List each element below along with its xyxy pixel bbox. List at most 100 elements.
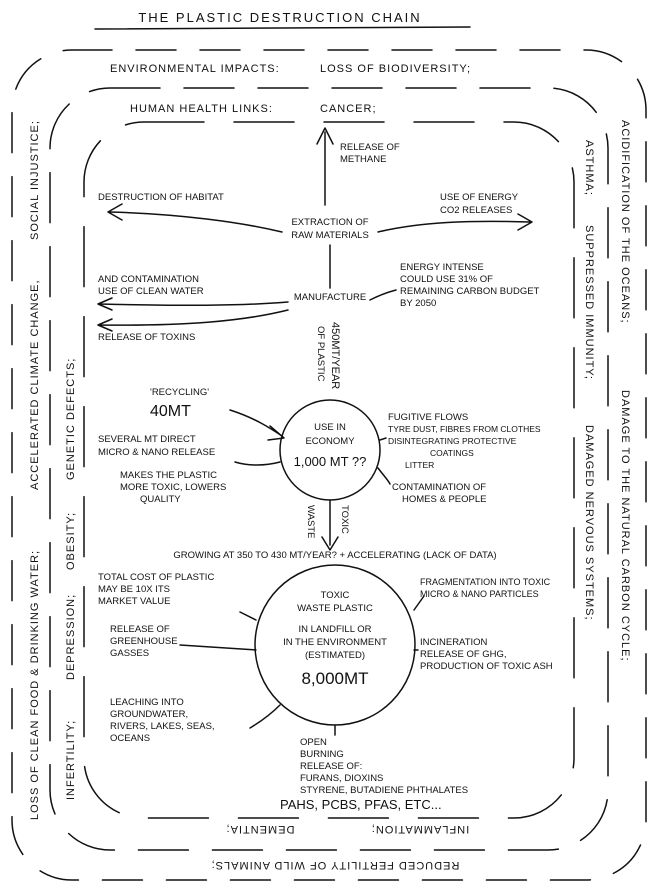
health-heading: Human Health Links: xyxy=(130,103,273,115)
env-heading: Environmental Impacts: xyxy=(110,63,280,75)
burning-5: Styrene, Butadiene Phthalates xyxy=(300,785,468,796)
burning-2: Burning xyxy=(300,749,344,760)
toxins-label: Release of Toxins xyxy=(98,332,195,343)
cost-3: Market Value xyxy=(98,596,171,607)
flow-arrows xyxy=(97,127,533,736)
fugitive-2: Tyre Dust, Fibres from Clothes xyxy=(388,424,541,434)
habitat-label: Destruction of Habitat xyxy=(98,192,224,203)
extraction-label-1: Extraction of xyxy=(291,217,368,228)
manufacture-energy-arrow xyxy=(369,289,397,301)
water-label-2: Use of Clean Water xyxy=(98,286,204,297)
leaching-1: Leaching into xyxy=(110,697,184,708)
fugitive-arrow xyxy=(379,437,387,441)
env-item: Loss of Biodiversity; xyxy=(320,63,471,75)
manufacture-energy-4: by 2050 xyxy=(400,298,436,309)
manufacture-label: Manufacture xyxy=(294,292,366,303)
energy-label-2: CO2 Releases xyxy=(440,205,512,216)
energy-label-1: Use of Energy xyxy=(440,192,519,203)
cost-2: May be 10x its xyxy=(98,584,170,595)
fugitive-1: Fugitive Flows xyxy=(388,412,468,423)
health-item: Infertility; xyxy=(65,720,77,800)
health-item: Damaged Nervous Systems; xyxy=(583,425,595,621)
health-item: Genetic Defects; xyxy=(65,358,77,480)
fragmentation-1: Fragmentation into Toxic xyxy=(420,577,551,587)
health-item: Asthma; xyxy=(583,140,595,196)
incineration-1: Incineration xyxy=(420,637,488,648)
economy-circle xyxy=(279,399,381,501)
burning-4: Furans, Dioxins xyxy=(300,773,383,784)
manufacture-energy-3: Remaining Carbon Budget xyxy=(400,286,540,297)
health-item: Inflammation; xyxy=(371,823,469,835)
burning-6: PAHs, PCBs, PFAS, etc... xyxy=(280,797,442,812)
waste-growth-ring: Growing at 350 to 430 Mt/Year? + Acceler… xyxy=(173,550,496,561)
incineration-3: Production of Toxic Ash xyxy=(420,661,553,672)
burning-3: Release of: xyxy=(300,761,362,772)
economy-label-1: Use in xyxy=(314,422,346,433)
recycling-arrow xyxy=(229,409,285,441)
env-item: Accelerated Climate Change, xyxy=(29,279,41,490)
micro-arrow xyxy=(234,461,281,466)
cost-1: Total Cost of Plastic xyxy=(98,572,214,583)
env-item: Loss of Clean Food & Drinking Water; xyxy=(29,550,41,820)
flow-label-2: of Plastic xyxy=(315,326,326,382)
leaching-2: Groundwater, xyxy=(110,709,188,720)
toxins-arrow xyxy=(97,309,289,332)
fugitive-5: Litter xyxy=(405,460,434,470)
quality-3: Quality xyxy=(140,494,181,505)
health-item: Obesity; xyxy=(65,512,77,570)
fugitive-3: Disintegrating Protective xyxy=(388,436,517,446)
title-underline xyxy=(94,26,471,30)
health-item: Suppressed Immunity; xyxy=(583,225,595,380)
water-label-1: And Contamination xyxy=(98,274,199,285)
env-item: Reduced Fertility of Wild Animals; xyxy=(211,859,460,871)
greenhouse-3: Gasses xyxy=(110,648,149,659)
fugitive-4: Coatings xyxy=(430,448,474,458)
burning-1: Open xyxy=(300,737,327,748)
diagram-title: The Plastic Destruction Chain xyxy=(138,10,421,25)
cost-arrow xyxy=(239,611,257,621)
extraction-label-2: Raw Materials xyxy=(291,230,369,241)
fragmentation-2: Micro & Nano Particles xyxy=(420,589,539,599)
greenhouse-2: Greenhouse xyxy=(110,636,178,647)
middle-ring-line xyxy=(49,87,609,851)
methane-label-2: Methane xyxy=(340,154,386,165)
env-item: Damage to the Natural Carbon Cycle; xyxy=(619,390,631,662)
homes-1: Contamination of xyxy=(392,482,486,493)
waste-label-4: In the Environment xyxy=(283,637,387,648)
micro-release-1: Several Mt Direct xyxy=(98,434,196,445)
leaching-arrow xyxy=(249,704,281,729)
methane-arrow xyxy=(316,127,334,206)
leaching-4: Oceans xyxy=(110,733,150,744)
health-item: Dementia; xyxy=(226,823,295,835)
incineration-2: Release of GHG, xyxy=(420,649,507,660)
energy-arrow xyxy=(377,213,533,233)
toxic-waste-arrow xyxy=(321,499,339,551)
health-item: Depression; xyxy=(65,594,77,680)
economy-amount: 1,000 Mt ?? xyxy=(294,454,367,469)
manufacture-energy-1: Energy Intense xyxy=(400,262,484,273)
homes-arrow xyxy=(377,467,391,485)
waste-label-3: In Landfill or xyxy=(298,624,371,635)
quality-1: Makes the Plastic xyxy=(120,470,217,481)
economy-label-2: Economy xyxy=(305,436,355,447)
habitat-arrow xyxy=(107,203,283,233)
greenhouse-arrow xyxy=(179,644,257,651)
recycling-label: 'Recycling' xyxy=(150,387,209,398)
leaching-3: Rivers, Lakes, Seas, xyxy=(110,721,215,732)
toxic-waste-2: Waste xyxy=(305,505,316,538)
flow-label-1: 450Mt/Year xyxy=(329,322,341,389)
greenhouse-1: Release of xyxy=(110,624,170,635)
toxic-waste-1: Toxic xyxy=(339,505,350,534)
waste-amount: 8,000Mt xyxy=(301,669,368,688)
waste-label-5: (Estimated) xyxy=(305,650,365,661)
waste-label-2: Waste Plastic xyxy=(297,603,373,614)
quality-2: More Toxic, Lowers xyxy=(120,482,226,493)
fragmentation-arrow xyxy=(413,595,425,611)
waste-label-1: Toxic xyxy=(321,590,350,601)
env-item: Acidification of the Oceans; xyxy=(619,120,631,324)
health-item: Cancer; xyxy=(320,103,377,115)
inner-ring-line xyxy=(83,121,575,819)
manufacture-energy-2: Could use 31% of xyxy=(400,274,493,285)
env-item: Social Injustice; xyxy=(29,120,41,240)
